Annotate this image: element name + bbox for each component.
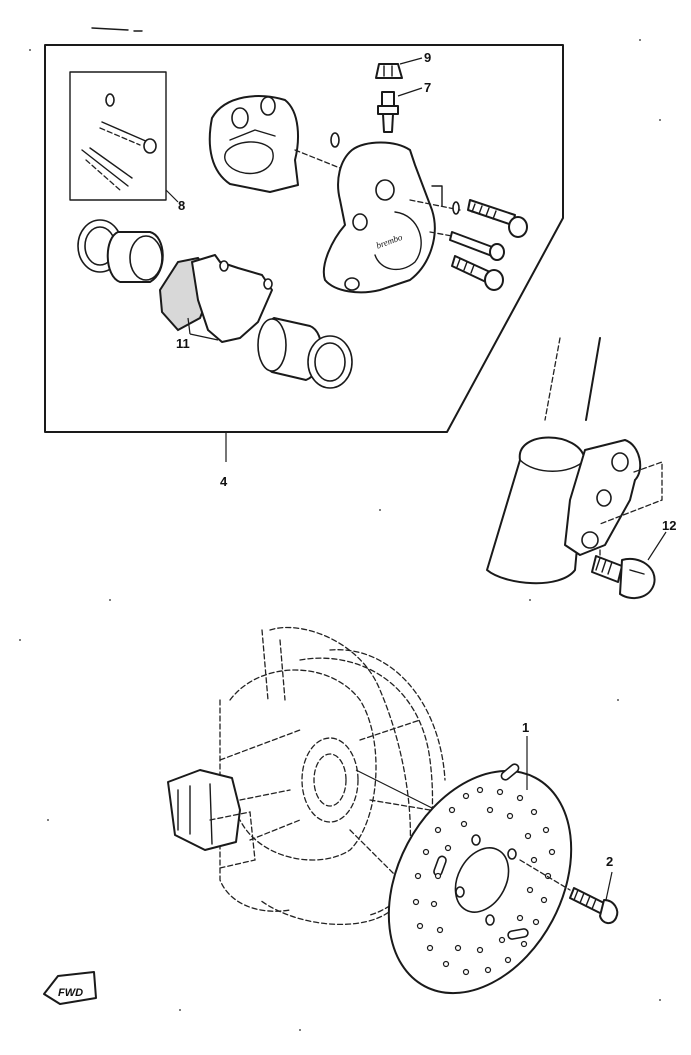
caliper-body: brembo <box>322 141 461 294</box>
mount-bolt <box>591 531 667 600</box>
seal-kit-group <box>69 71 179 203</box>
callout-1: 1 <box>522 720 529 735</box>
piston-right <box>257 317 353 389</box>
piston-left <box>77 219 164 283</box>
callout-12: 12 <box>662 518 676 533</box>
disc-bolt <box>519 859 619 924</box>
fwd-arrow <box>43 971 97 1005</box>
callout-8: 8 <box>178 198 185 213</box>
wheel-hub-phantom <box>167 626 446 926</box>
brake-pads <box>158 254 273 343</box>
fork-leg <box>486 337 663 585</box>
bleed-screw <box>377 87 423 133</box>
fwd-label: FWD <box>58 987 83 999</box>
scan-marks <box>91 27 143 32</box>
callout-9: 9 <box>424 50 431 65</box>
callout-7: 7 <box>424 80 431 95</box>
bleed-cap <box>375 57 423 79</box>
caliper-assembly-box <box>44 44 564 433</box>
callout-11: 11 <box>176 336 190 351</box>
caliper-pin-bolts <box>429 199 528 291</box>
callout-4: 4 <box>220 474 228 489</box>
callout-2: 2 <box>606 854 613 869</box>
brake-disc <box>387 736 573 995</box>
disc-vent-holes <box>412 786 556 976</box>
scan-specks <box>19 39 661 1031</box>
caliper-bracket <box>208 95 346 193</box>
